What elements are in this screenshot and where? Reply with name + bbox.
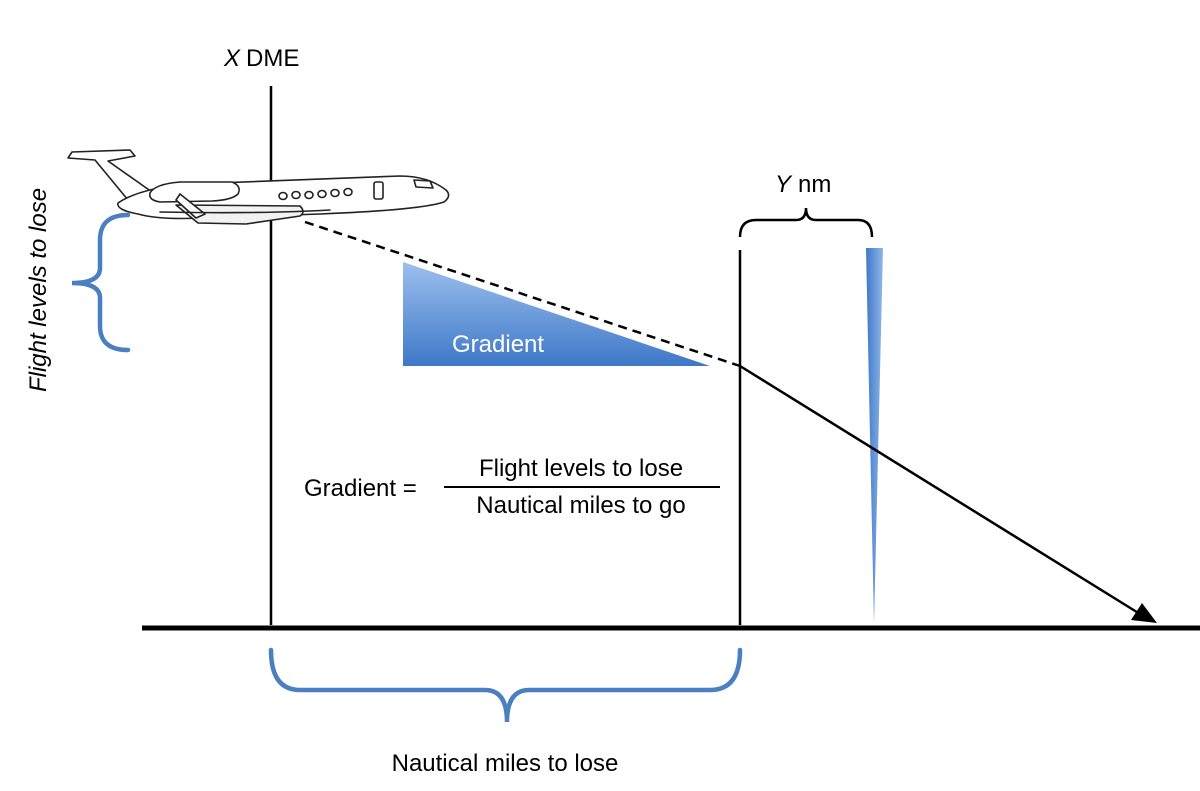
y-unit: nm <box>798 171 831 198</box>
gradient-triangle-label: Gradient <box>452 331 544 358</box>
gradient-triangle <box>403 262 710 366</box>
formula-numerator: Flight levels to lose <box>479 455 683 482</box>
airplane-icon <box>67 149 450 225</box>
formula-lhs: Gradient = <box>304 475 417 502</box>
nautical-miles-label: Nautical miles to lose <box>392 750 619 777</box>
y-variable: Y <box>775 171 793 198</box>
x-unit: DME <box>246 45 299 72</box>
flight-levels-brace <box>71 212 131 353</box>
nautical-miles-brace <box>268 647 743 723</box>
gradient-formula: Gradient = Flight levels to lose Nautica… <box>304 455 720 519</box>
descent-wedge <box>866 248 883 624</box>
descent-path <box>739 364 1141 616</box>
y-nm-brace <box>738 207 874 238</box>
planned-descent-dashed <box>304 220 741 368</box>
x-variable: X <box>223 45 241 72</box>
arrowhead-icon <box>1131 603 1157 623</box>
formula-denominator: Nautical miles to go <box>476 492 685 519</box>
flight-levels-label: Flight levels to lose <box>25 188 52 392</box>
